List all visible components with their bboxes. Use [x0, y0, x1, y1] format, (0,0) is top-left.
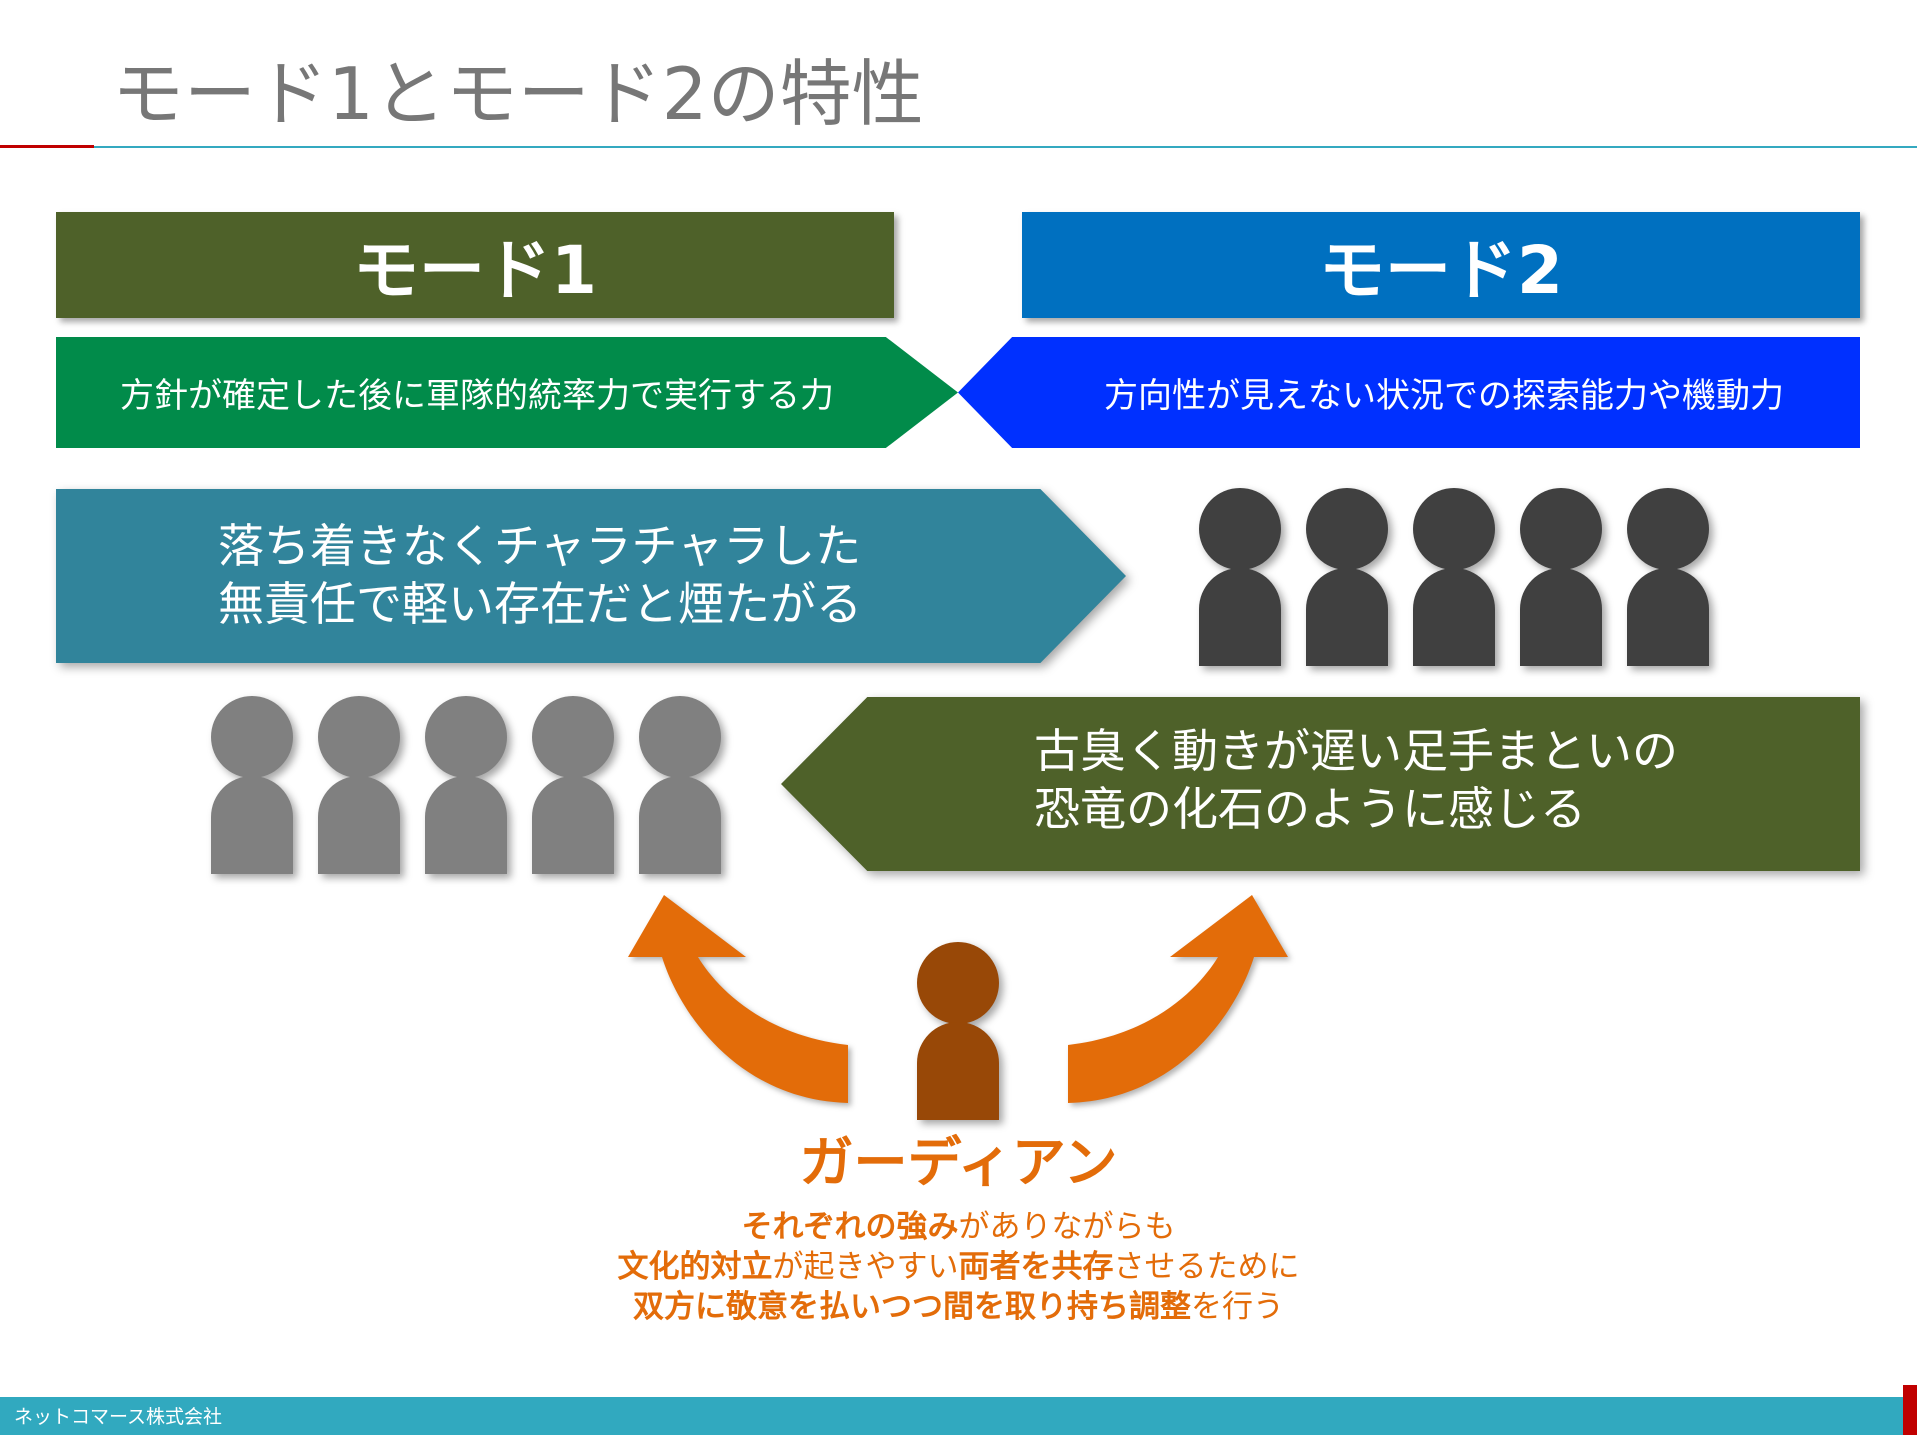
- guardian-line-1-text: がありながらも: [958, 1209, 1176, 1245]
- guardian-line-2-text-2: させるために: [1113, 1249, 1300, 1285]
- mode1-header: モード1: [56, 212, 894, 318]
- title-divider-accent: [0, 145, 94, 148]
- person-icon: [1194, 488, 1286, 666]
- guardian-line-1: それぞれの強みがありながらも: [0, 1207, 1917, 1247]
- curved-arrow-icon: [1068, 895, 1288, 1103]
- mode2-description: 方向性が見えない状況での探索能力や機動力: [958, 337, 1860, 448]
- mode1-people-group: [206, 696, 726, 874]
- curved-arrow-icon: [628, 895, 848, 1103]
- mode1-description: 方針が確定した後に軍隊的統率力で実行する力: [56, 337, 958, 448]
- person-icon: [1408, 488, 1500, 666]
- guardian-line-1-bold: それぞれの強み: [741, 1209, 959, 1245]
- person-icon: [1515, 488, 1607, 666]
- mode2-people-group: [1194, 488, 1714, 666]
- guardian-arrows: [628, 895, 1288, 1103]
- arrow-mode2-line2: 恐竜の化石のように感じる: [1034, 782, 1586, 836]
- person-icon: [527, 696, 619, 874]
- guardian-line-2-bold-2: 両者を共存: [958, 1249, 1114, 1285]
- guardian-line-2-bold-1: 文化的対立: [617, 1249, 773, 1285]
- arrow-mode1-line1: 落ち着きなくチャラチャラした: [218, 519, 862, 573]
- guardian-line-3: 双方に敬意を払いつつ間を取り持ち調整を行う: [0, 1287, 1917, 1327]
- guardian-line-3-bold: 双方に敬意を払いつつ間を取り持ち調整: [633, 1289, 1191, 1325]
- footer-bar: [0, 1397, 1917, 1435]
- guardian-line-3-text: を行う: [1191, 1289, 1284, 1325]
- footer-accent: [1903, 1385, 1917, 1435]
- person-icon: [313, 696, 405, 874]
- arrow-mode2-to-mode1-text: 古臭く動きが遅い足手まといの 恐竜の化石のように感じる: [1034, 722, 1678, 838]
- arrow-mode1-to-mode2-text: 落ち着きなくチャラチャラした 無責任で軽い存在だと煙たがる: [218, 517, 862, 633]
- person-icon: [1622, 488, 1714, 666]
- mode2-header: モード2: [1022, 212, 1860, 318]
- person-icon: [206, 696, 298, 874]
- guardian-line-2-text-1: が起きやすい: [772, 1249, 959, 1285]
- guardian-description: それぞれの強みがありながらも 文化的対立が起きやすい両者を共存させるために 双方…: [0, 1207, 1917, 1327]
- arrow-mode1-line2: 無責任で軽い存在だと煙たがる: [218, 577, 862, 631]
- footer-company: ネットコマース株式会社: [14, 1406, 223, 1428]
- page-title: モード1とモード2の特性: [112, 52, 924, 136]
- arrow-mode2-line1: 古臭く動きが遅い足手まといの: [1034, 724, 1678, 778]
- person-icon: [1301, 488, 1393, 666]
- person-icon: [420, 696, 512, 874]
- guardian-title: ガーディアン: [799, 1131, 1118, 1194]
- guardian-person-icon: [912, 942, 1004, 1120]
- person-icon: [634, 696, 726, 874]
- title-divider: [94, 146, 1917, 148]
- guardian-line-2: 文化的対立が起きやすい両者を共存させるために: [0, 1247, 1917, 1287]
